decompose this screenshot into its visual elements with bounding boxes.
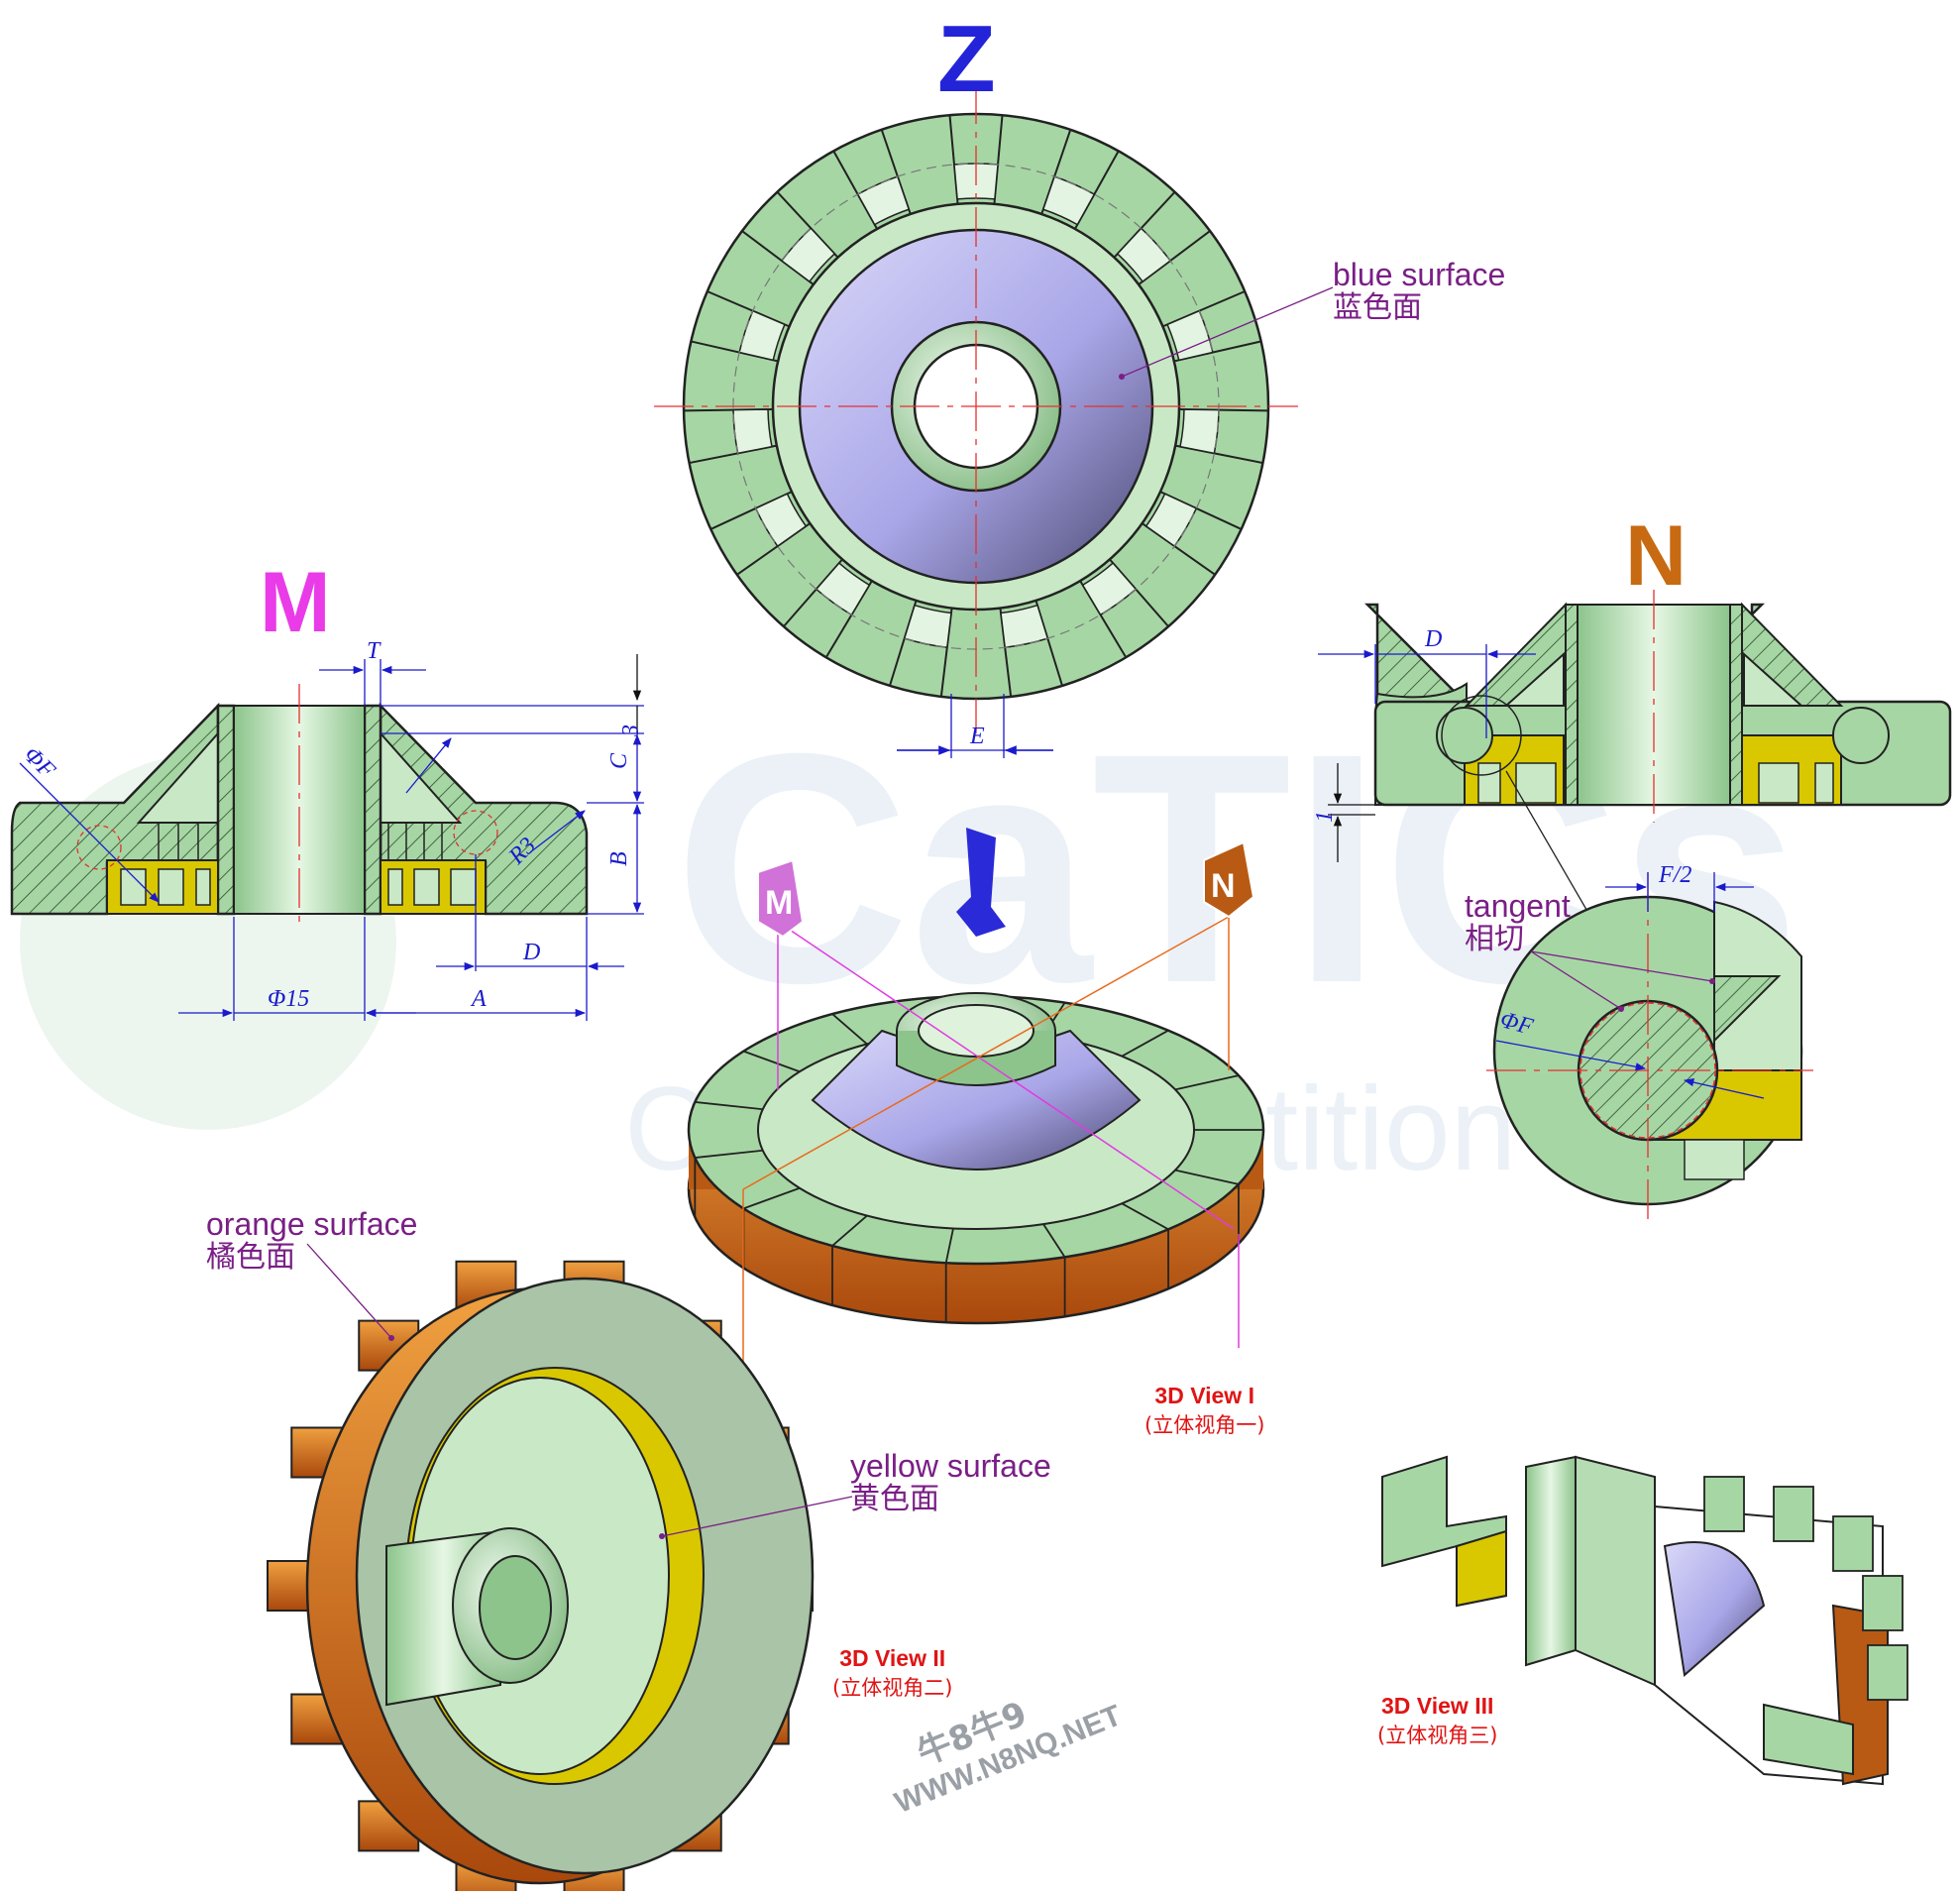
view-1-subtitle: (立体视角一)	[1144, 1413, 1265, 1437]
blue-surface-zh: 蓝色面	[1333, 290, 1422, 325]
marker-z-3d	[956, 828, 1006, 937]
dim-1: 1	[1312, 811, 1338, 823]
dim-d: D	[522, 940, 540, 965]
dim-t: T	[367, 638, 381, 664]
dim-3: 3	[618, 725, 644, 737]
annotation-tangent: tangent 相切	[1465, 889, 1571, 956]
annotation-orange-surface: orange surface 橘色面	[206, 1207, 417, 1275]
marker-n-letter: N	[1211, 867, 1236, 905]
view-3-subtitle: (立体视角三)	[1377, 1724, 1498, 1747]
caption-3d-view-1: 3D View I (立体视角一)	[1144, 1383, 1264, 1439]
dim-d-n: D	[1424, 626, 1442, 652]
label-n: N	[1625, 508, 1688, 604]
dim-f-half: F/2	[1658, 862, 1691, 888]
view-1-title: 3D View I	[1154, 1383, 1254, 1408]
3d-view-3	[1381, 1455, 1908, 1786]
blue-surface-en: blue surface	[1333, 257, 1506, 292]
view-2-title: 3D View II	[839, 1645, 946, 1671]
annotation-yellow-surface: yellow surface 黄色面	[850, 1449, 1051, 1516]
label-z: Z	[937, 6, 996, 112]
marker-m-letter: M	[765, 884, 793, 922]
marker-n-3d: N	[1203, 840, 1255, 919]
detail-tangent-view: F/2 ΦF	[1486, 862, 1813, 1219]
view-3-title: 3D View III	[1381, 1693, 1494, 1719]
dim-c: C	[606, 752, 632, 769]
orange-surface-en: orange surface	[206, 1206, 418, 1242]
view-n-section: D 1	[1312, 590, 1952, 977]
3d-view-1: M N	[687, 828, 1265, 1368]
label-m: M	[260, 555, 331, 650]
yellow-surface-en: yellow surface	[850, 1448, 1051, 1484]
yellow-surface-zh: 黄色面	[850, 1482, 939, 1516]
marker-m-3d: M	[757, 858, 805, 939]
dim-e: E	[969, 724, 985, 749]
tangent-en: tangent	[1465, 888, 1571, 924]
dim-phi-f: ΦF	[19, 742, 60, 784]
3d-view-2	[267, 1243, 853, 1896]
caption-3d-view-3: 3D View III (立体视角三)	[1377, 1693, 1497, 1749]
view-m-section: T 3 C B ΦF R3 D A Φ15	[10, 638, 644, 1021]
view-z-top-view: E	[654, 84, 1334, 758]
annotation-blue-surface: blue surface 蓝色面	[1333, 258, 1505, 325]
orange-surface-zh: 橘色面	[206, 1240, 295, 1275]
caption-3d-view-2: 3D View II (立体视角二)	[832, 1645, 952, 1702]
dim-a: A	[470, 986, 487, 1012]
dim-b: B	[606, 851, 632, 866]
view-2-subtitle: (立体视角二)	[832, 1676, 953, 1700]
tangent-zh: 相切	[1465, 922, 1524, 956]
dim-phi15: Φ15	[268, 986, 309, 1012]
